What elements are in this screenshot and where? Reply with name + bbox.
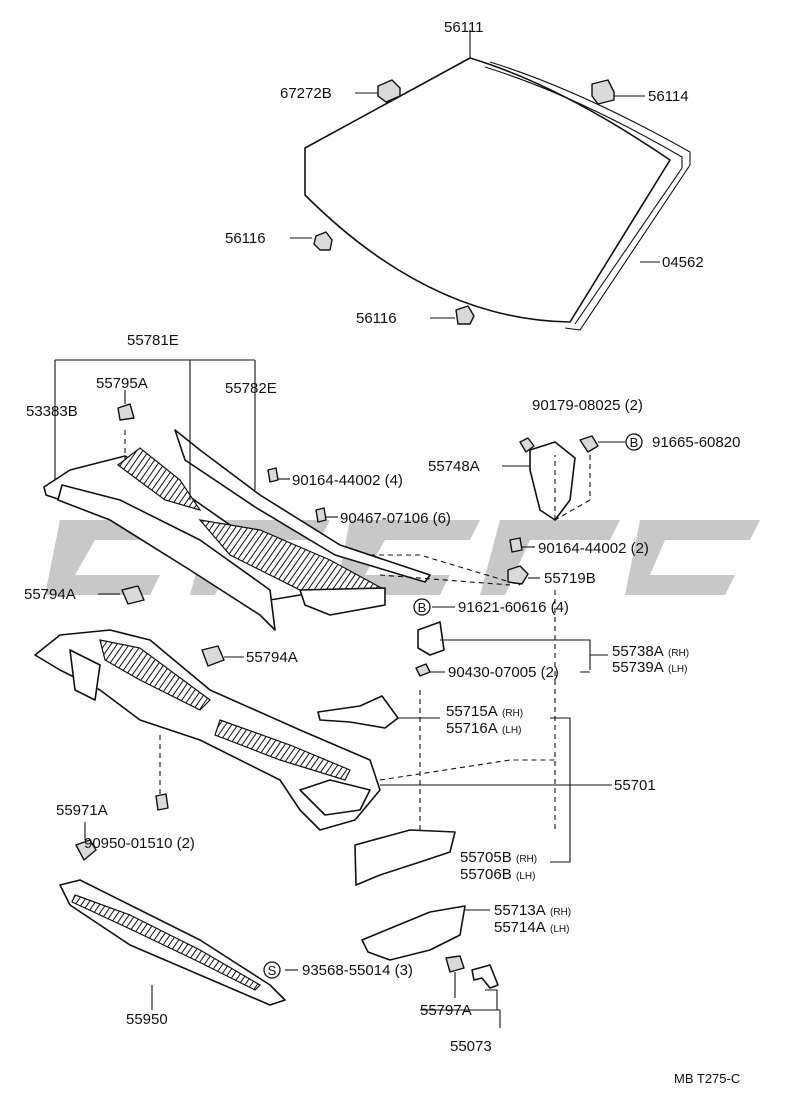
svg-text:55705B: 55705B bbox=[460, 849, 512, 866]
label-90164-44002-4: 90164-44002 (4) bbox=[292, 472, 403, 489]
side-brackets bbox=[117, 403, 599, 989]
label-90179-08025: 90179-08025 (2) bbox=[532, 397, 643, 414]
label-55701: 55701 bbox=[614, 777, 656, 794]
svg-text:55713A: 55713A bbox=[494, 902, 546, 919]
label-56116-a: 56116 bbox=[225, 230, 266, 247]
label-55719b: 55719B bbox=[544, 570, 596, 587]
svg-text:(LH): (LH) bbox=[516, 871, 535, 882]
watermark-logo bbox=[45, 520, 760, 595]
svg-text:(LH): (LH) bbox=[502, 725, 521, 736]
label-04562: 04562 bbox=[662, 254, 704, 271]
label-67272b: 67272B bbox=[280, 85, 332, 102]
cowl-seal bbox=[59, 839, 286, 1006]
label-55073: 55073 bbox=[450, 1038, 492, 1055]
label-55782e: 55782E bbox=[225, 380, 277, 397]
label-55705b-rh: 55705B (RH) bbox=[460, 849, 537, 866]
svg-text:55739A: 55739A bbox=[612, 659, 664, 676]
label-55713a-rh: 55713A (RH) bbox=[494, 902, 571, 919]
label-55739a-lh: 55739A (LH) bbox=[612, 659, 687, 676]
svg-text:(RH): (RH) bbox=[550, 907, 571, 918]
label-55748a: 55748A bbox=[428, 458, 480, 475]
label-55794a-b: 55794A bbox=[246, 649, 298, 666]
label-55781e: 55781E bbox=[127, 332, 179, 349]
label-93568-55014: 93568-55014 (3) bbox=[302, 962, 413, 979]
label-55797a: 55797A bbox=[420, 1002, 472, 1019]
svg-text:B: B bbox=[418, 600, 427, 615]
svg-text:55706B: 55706B bbox=[460, 866, 512, 883]
label-56111: 56111 bbox=[444, 19, 484, 36]
svg-text:55716A: 55716A bbox=[446, 720, 498, 737]
label-91621-60616: 91621-60616 (4) bbox=[458, 599, 569, 616]
svg-text:(LH): (LH) bbox=[668, 664, 687, 675]
svg-text:(RH): (RH) bbox=[502, 708, 523, 719]
svg-text:(RH): (RH) bbox=[668, 648, 689, 659]
label-55706b-lh: 55706B (LH) bbox=[460, 866, 535, 883]
windshield-clips bbox=[313, 79, 615, 325]
marker-b-2: B bbox=[413, 598, 431, 616]
label-90164-44002-2: 90164-44002 (2) bbox=[538, 540, 649, 557]
label-90430-07005: 90430-07005 (2) bbox=[448, 664, 559, 681]
label-55950: 55950 bbox=[126, 1011, 168, 1028]
windshield-glass bbox=[304, 30, 691, 331]
svg-text:55714A: 55714A bbox=[494, 919, 546, 936]
cowl-panel bbox=[34, 629, 381, 831]
label-91665-60820: 91665-60820 bbox=[652, 434, 740, 451]
svg-text:B: B bbox=[630, 435, 639, 450]
label-56114: 56114 bbox=[648, 88, 689, 105]
label-56116-b: 56116 bbox=[356, 310, 397, 327]
label-55794a-a: 55794A bbox=[24, 586, 76, 603]
label-90467-07106: 90467-07106 (6) bbox=[340, 510, 451, 527]
marker-b-1: B bbox=[625, 433, 643, 451]
label-55716a-lh: 55716A (LH) bbox=[446, 720, 521, 737]
reference-code: MB T275-C bbox=[674, 1071, 740, 1086]
svg-text:S: S bbox=[268, 963, 277, 978]
label-53383b: 53383B bbox=[26, 403, 78, 420]
svg-text:(RH): (RH) bbox=[516, 854, 537, 865]
label-55715a-rh: 55715A (RH) bbox=[446, 703, 523, 720]
cowl-louver bbox=[43, 429, 431, 631]
leader-lines bbox=[54, 92, 660, 1028]
label-90950-01510: 90950-01510 (2) bbox=[84, 835, 195, 852]
marker-s-1: S bbox=[263, 961, 281, 979]
svg-text:55715A: 55715A bbox=[446, 703, 498, 720]
label-55714a-lh: 55714A (LH) bbox=[494, 919, 569, 936]
svg-text:55738A: 55738A bbox=[612, 643, 664, 660]
label-55738a-rh: 55738A (RH) bbox=[612, 643, 689, 660]
label-55795a: 55795A bbox=[96, 375, 148, 392]
svg-text:(LH): (LH) bbox=[550, 924, 569, 935]
label-55971a: 55971A bbox=[56, 802, 108, 819]
